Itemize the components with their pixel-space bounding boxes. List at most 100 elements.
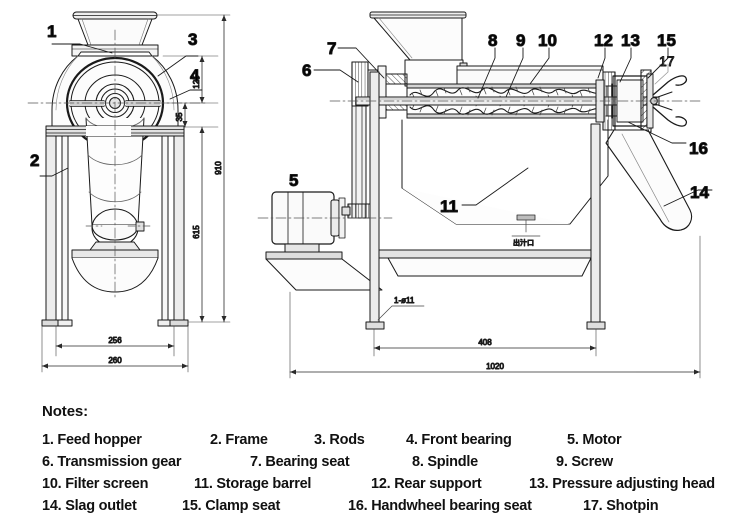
note-num-3: 3. (314, 432, 326, 448)
dim-256: 256 (108, 336, 122, 345)
note-item-12: 12. Rear support (371, 473, 529, 495)
note-item-16: 16. Handwheel bearing seat (348, 495, 583, 517)
dim-260: 260 (108, 356, 122, 365)
side-view-leaders (313, 47, 713, 207)
note-item-4: 4. Front bearing (406, 429, 567, 451)
front-view: 125 35 615 910 (27, 11, 231, 373)
frame-legs (41, 135, 189, 327)
callout-2: 2 (30, 151, 39, 170)
note-num-12: 12. (371, 476, 391, 492)
note-label-11: Storage barrel (216, 476, 312, 492)
dim-615: 615 (192, 225, 201, 239)
note-label-13: Pressure adjusting head (552, 476, 715, 492)
note-label-1: Feed hopper (57, 432, 142, 448)
feed-hopper-side (369, 11, 468, 87)
note-num-7: 7. (250, 454, 262, 470)
dim-408: 408 (478, 338, 492, 347)
note-num-5: 5. (567, 432, 579, 448)
callout-14: 14 (690, 183, 709, 202)
note-item-7: 7. Bearing seat (250, 451, 412, 473)
note-item-9: 9. Screw (556, 451, 613, 473)
note-label-2: Frame (225, 432, 268, 448)
juice-outlet-note: 出汁口 (511, 214, 541, 248)
notes-heading: Notes: (42, 403, 89, 420)
note-num-11: 11. (194, 476, 213, 492)
note-num-2: 2. (210, 432, 222, 448)
side-view-dimensions: 1-ø11 408 1020 (289, 235, 701, 379)
front-view-callout-numbers: 1 2 3 4 (30, 22, 201, 171)
callout-5: 5 (289, 171, 298, 190)
callout-11: 11 (440, 197, 458, 216)
note-item-15: 15. Clamp seat (182, 495, 348, 517)
note-label-12: Rear support (394, 476, 482, 492)
callout-7: 7 (327, 39, 336, 58)
note-item-13: 13. Pressure adjusting head (529, 473, 715, 495)
center-lines-side (257, 100, 701, 219)
note-label-6: Transmission gear (57, 454, 182, 470)
note-item-5: 5. Motor (567, 429, 622, 451)
note-num-6: 6. (42, 454, 54, 470)
note-num-16: 16. (348, 498, 368, 514)
note-label-9: Screw (571, 454, 613, 470)
storage-barrel-side (401, 119, 609, 225)
note-label-15: Clamp seat (205, 498, 281, 514)
note-item-11: 11. Storage barrel (194, 473, 371, 495)
note-label-4: Front bearing (421, 432, 512, 448)
dim-35: 35 (175, 112, 184, 121)
callout-15: 15 (657, 31, 676, 50)
note-num-4: 4. (406, 432, 418, 448)
filter-screen-front (85, 117, 151, 248)
note-num-14: 14. (42, 498, 62, 514)
callout-6: 6 (302, 61, 311, 80)
side-view: 出汁口 1-ø11 (257, 11, 713, 379)
note-item-8: 8. Spindle (412, 451, 556, 473)
dim-bolt-hole: 1-ø11 (394, 296, 415, 305)
callout-9: 9 (516, 31, 525, 50)
front-view-dimensions: 125 35 615 910 (41, 14, 231, 373)
callout-8: 8 (488, 31, 497, 50)
note-num-10: 10. (42, 476, 62, 492)
note-item-6: 6. Transmission gear (42, 451, 250, 473)
slag-outlet (605, 129, 693, 231)
note-label-7: Bearing seat (265, 454, 350, 470)
transmission-gear (341, 105, 371, 219)
note-num-13: 13. (529, 476, 549, 492)
note-label-3: Rods (329, 432, 365, 448)
callout-17: 17 (659, 53, 675, 69)
dim-125: 125 (192, 75, 201, 89)
note-num-17: 17. (583, 498, 603, 514)
callout-16: 16 (689, 139, 708, 158)
note-item-2: 2. Frame (210, 429, 314, 451)
note-label-17: Shotpin (606, 498, 659, 514)
note-item-1: 1. Feed hopper (42, 429, 210, 451)
note-num-1: 1. (42, 432, 54, 448)
note-item-14: 14. Slag outlet (42, 495, 182, 517)
note-label-5: Motor (582, 432, 622, 448)
callout-12: 12 (594, 31, 613, 50)
dim-1020: 1020 (486, 362, 504, 371)
note-label-8: Spindle (427, 454, 478, 470)
note-label-14: Slag outlet (65, 498, 137, 514)
callout-1: 1 (47, 22, 56, 41)
note-item-17: 17. Shotpin (583, 495, 659, 517)
note-num-9: 9. (556, 454, 568, 470)
frame-side (365, 71, 606, 330)
drawing-canvas: 125 35 615 910 (27, 11, 713, 379)
note-label-16: Handwheel bearing seat (371, 498, 532, 514)
side-view-callout-numbers: 5 6 7 8 9 10 11 12 13 14 15 16 17 (289, 31, 710, 217)
callout-10: 10 (538, 31, 557, 50)
callout-4: 4 (190, 66, 200, 85)
callout-13: 13 (621, 31, 640, 50)
note-item-10: 10. Filter screen (42, 473, 194, 495)
note-item-3: 3. Rods (314, 429, 406, 451)
juice-outlet-label: 出汁口 (513, 238, 534, 247)
dim-910: 910 (214, 161, 223, 175)
assembly-drawing: 125 35 615 910 (27, 11, 713, 379)
callout-3: 3 (188, 30, 197, 49)
note-label-10: Filter screen (65, 476, 149, 492)
